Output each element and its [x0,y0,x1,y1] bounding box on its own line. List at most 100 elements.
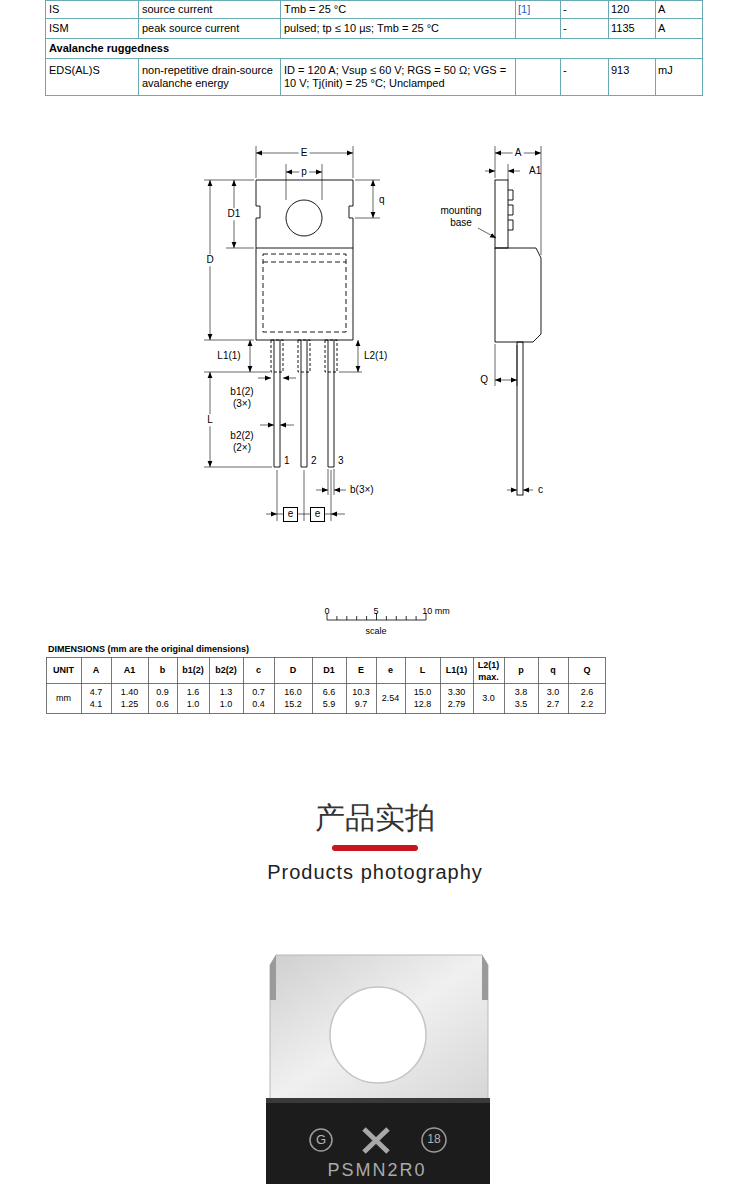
dimension-label: E [299,147,310,159]
dimension-label: L [205,414,215,426]
package-outline [271,340,283,372]
dimension-lines [204,467,272,468]
table-cell: ID = 120 A; Vsup ≤ 60 V; RGS = 50 Ω; VGS… [284,64,516,89]
table-header: e [388,665,393,675]
table-cell: [1] [518,3,530,16]
dimension-symbol: e [288,509,294,519]
dimension-label: p [299,166,309,178]
package-outline [256,248,353,340]
dimension-label: A [513,147,524,159]
dimension-box: e [283,507,298,522]
pin-number: 3 [338,455,344,467]
table-header: Q [583,665,590,675]
pin-number: 2 [311,455,317,467]
dimension-lines [495,380,517,381]
table-cell: IS [49,3,59,16]
table-cell: 1.25 [121,699,139,709]
table-cell: 2.7 [547,699,560,709]
section-row: Avalanche ruggedness [49,42,169,55]
table-cell: 4.1 [90,699,103,709]
dimension-lines [316,490,328,491]
table-cell: A [658,22,665,35]
table-cell: source current [142,3,212,16]
table-cell: 3.0 [547,687,560,697]
dimension-label: q [379,194,385,206]
scale-label: 5 [373,606,378,616]
dimension-label: c [538,484,543,496]
table-header: A [93,665,100,675]
dimension-lines [373,180,374,218]
table-cell: Tmb = 25 °C [284,3,346,16]
table-header: E [358,665,364,675]
table-cell: 120 [611,3,629,16]
product-photo [266,1098,490,1103]
dimension-lines [523,490,533,491]
table-cell: 3.8 [515,687,528,697]
dimension-lines [280,425,294,426]
dimension-label: D1 [226,208,243,220]
table-grid [45,0,703,96]
table-header: max. [478,672,499,682]
dimension-label: b1(2) [230,386,253,398]
dimension-label: (3×) [233,398,251,410]
scale-ruler [396,616,397,620]
scale-label: 10 mm [422,606,450,616]
table-cell: 4.7 [90,687,103,697]
table-cell: mJ [658,64,673,77]
table-header: p [518,665,524,675]
table-cell: 6.6 [323,687,336,697]
table-cell: EDS(AL)S [49,64,100,77]
table-cell: - [563,64,567,77]
table-header: b [160,665,166,675]
table-cell: 5.9 [323,699,336,709]
product-photo [364,1129,388,1152]
table-cell: 3.30 [448,687,466,697]
table-header: L [420,665,426,675]
scale-ruler [356,616,357,620]
table-cell: 15.2 [284,699,302,709]
part-marking: PSMN2R0 [327,1160,426,1181]
table-header: A1 [124,665,136,675]
product-photo [422,1128,446,1152]
dimension-lines [355,180,380,218]
table-cell: 2.54 [382,693,400,703]
dimension-lines [331,514,345,515]
dimension-table-grid [46,657,606,714]
part-marking: 18 [427,1133,440,1147]
table-cell: 16.0 [284,687,302,697]
dimension-lines [256,146,353,178]
dimension-lines [204,146,541,521]
dimension-lines [508,164,509,180]
table-cell: peak source current [142,22,239,35]
dimension-lines [258,378,271,379]
dimension-lines [334,490,346,491]
scale-ruler [416,616,417,620]
table-cell: 9.7 [355,699,368,709]
product-photo [330,987,426,1083]
dimension-lines [286,164,322,200]
scale-ruler [366,616,367,620]
table-cell: 1.6 [187,687,200,697]
section-subtitle: Products photography [267,861,483,884]
table-cell: 0.9 [156,687,169,697]
package-outline [263,254,346,332]
dimension-label: Q [480,374,488,386]
package-outline [298,340,310,372]
scale-ruler [346,616,347,620]
product-photo [270,955,488,1100]
table-header: D [290,665,297,675]
package-outline [495,180,508,248]
table-cell: 913 [611,64,629,77]
dimension-symbol: e [315,509,321,519]
dimension-lines [204,372,362,373]
package-outline [263,262,346,263]
table-cell: pulsed; tp ≤ 10 µs; Tmb = 25 °C [284,22,439,35]
table-cell: 2.2 [581,699,594,709]
package-outline [256,180,541,495]
pin-number: 1 [284,455,290,467]
dimension-table-grid [47,658,606,714]
dimension-label: b(3×) [350,484,374,496]
product-photo [266,1098,490,1184]
table-cell: non-repetitive drain-source avalanche en… [142,64,278,89]
dimension-lines [283,378,296,379]
